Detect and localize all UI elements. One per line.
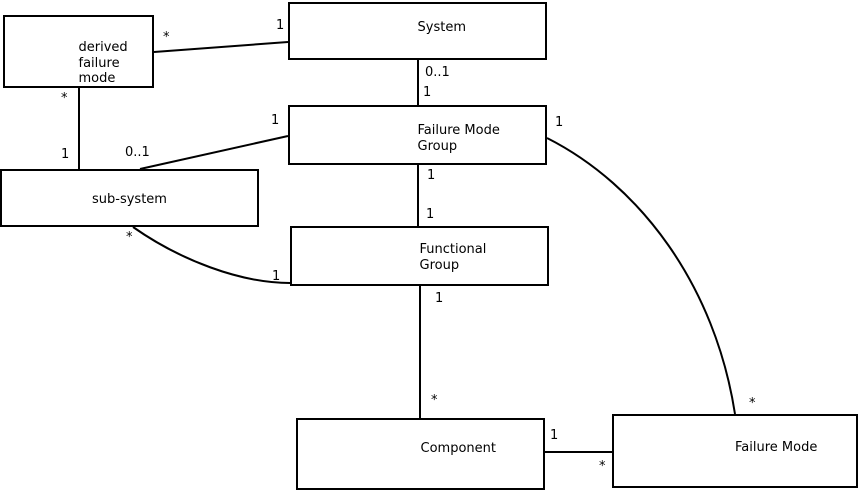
multiplicity-functional-group-component-source: 1 [435,291,444,306]
node-derived-failure-mode: derived failure mode [3,15,154,88]
node-label-line: System [417,20,466,35]
node-functional-group: Functional Group [290,226,549,286]
node-label: System [418,20,466,36]
edge-derived-failure-mode-system [153,41,289,53]
multiplicity-failure-mode-group-functional-group-target: 1 [426,207,435,222]
multiplicity-failure-mode-group-failure-mode-source: 1 [555,115,564,130]
node-label-line: Component [420,441,496,456]
multiplicity-component-failure-mode-source: 1 [550,428,559,443]
node-label-line: Failure Mode [735,440,818,455]
node-label: Failure Mode [735,440,817,456]
multiplicity-sub-system-functional-group-target: 1 [272,269,281,284]
multiplicity-sub-system-failure-mode-group-source: 0..1 [125,145,150,160]
multiplicity-component-failure-mode-target: * [599,459,606,474]
node-label: Functional Group [420,242,487,273]
node-failure-mode: Failure Mode [612,414,858,488]
node-label-line: Functional [419,242,487,257]
multiplicity-derived-failure-mode-sub-system-target: 1 [61,147,70,162]
node-label-line: failure [78,55,120,71]
node-failure-mode-group: Failure Mode Group [288,105,547,165]
node-component: Component [296,418,545,490]
multiplicity-failure-mode-group-functional-group-source: 1 [427,168,436,183]
node-sub-system: sub-system [0,169,259,227]
node-label: sub-system [2,192,257,208]
node-label: Failure Mode Group [418,123,500,154]
multiplicity-derived-failure-mode-sub-system-source: * [61,91,68,106]
node-system: System [288,2,547,60]
node-label-line: Failure Mode [417,123,500,138]
multiplicity-system-failure-mode-group-source: 0..1 [425,65,450,80]
multiplicity-sub-system-functional-group-source: * [126,230,133,245]
multiplicity-derived-failure-mode-system-target: 1 [276,18,285,33]
multiplicity-failure-mode-group-failure-mode-target: * [749,396,756,411]
node-label-line: derived [78,40,128,55]
node-label-line: mode [78,71,116,86]
multiplicity-functional-group-component-target: * [431,393,438,408]
multiplicity-system-failure-mode-group-target: 1 [423,85,432,100]
edge-sub-system-functional-group [132,226,291,284]
node-label-line: Group [417,138,458,154]
node-label-line: sub-system [92,192,167,207]
node-label-line: Group [419,257,460,273]
node-label: derived failure mode [79,40,128,87]
node-label: Component [421,441,496,457]
multiplicity-sub-system-failure-mode-group-target: 1 [271,113,280,128]
edge-sub-system-failure-mode-group [139,135,289,170]
multiplicity-derived-failure-mode-system-source: * [163,30,170,45]
edge-failure-mode-group-failure-mode [546,137,736,415]
